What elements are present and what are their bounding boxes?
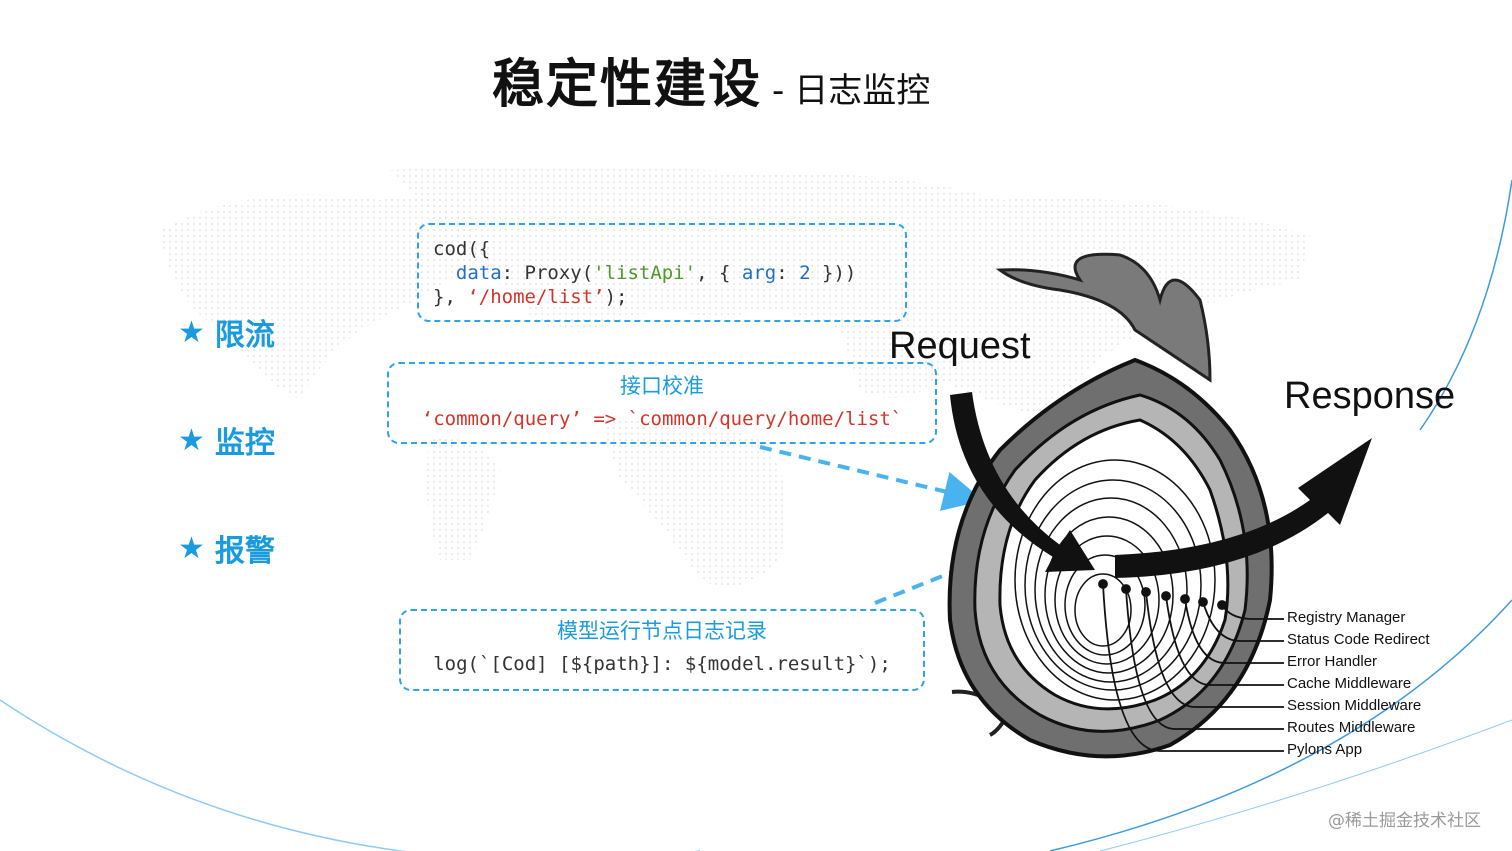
bullet-label: 监控 — [214, 426, 275, 461]
layer-label: Pylons App — [1287, 741, 1363, 758]
interface-calibration-box: 接口校准 ‘common/query’ => `common/query/hom… — [387, 362, 937, 444]
request-label: Request — [889, 325, 1031, 367]
layer-label: Routes Middleware — [1287, 719, 1416, 736]
calibration-mapping: ‘common/query’ => `common/query/home/lis… — [421, 408, 903, 430]
watermark: @稀土掘金技术社区 — [1328, 811, 1481, 831]
layer-label: Error Handler — [1287, 653, 1378, 670]
layer-label: Cache Middleware — [1287, 675, 1412, 692]
star-icon: ★ — [178, 422, 205, 458]
bullet-alert: ★ 报警 — [178, 526, 275, 570]
log-code: log(`[Cod] [${path}]: ${model.result}`); — [433, 653, 891, 675]
onion-illustration — [947, 252, 1372, 759]
page-title: 稳定性建设 - 日志监控 — [492, 42, 930, 117]
bullet-label: 限流 — [214, 318, 275, 353]
title-sub: 日志监控 — [794, 71, 931, 111]
decorative-arcs — [0, 179, 1512, 851]
layer-label: Registry Manager — [1287, 609, 1406, 626]
code-line-1: cod({ — [433, 238, 491, 260]
bullet-monitor: ★ 监控 — [178, 418, 275, 462]
code-line-2: data: Proxy('listApi', { arg: 2 })) — [455, 262, 857, 284]
star-icon: ★ — [178, 530, 205, 566]
code-snippet-box: cod({ data: Proxy('listApi', { arg: 2 })… — [417, 223, 907, 322]
star-icon: ★ — [178, 314, 205, 350]
title-main: 稳定性建设 — [492, 55, 763, 115]
layer-label: Session Middleware — [1287, 697, 1422, 714]
layer-label: Status Code Redirect — [1287, 631, 1430, 648]
calibration-title: 接口校准 — [620, 374, 704, 398]
model-log-box: 模型运行节点日志记录 log(`[Cod] [${path}]: ${model… — [399, 609, 925, 691]
bullet-rate-limit: ★ 限流 — [178, 310, 275, 354]
connector-arrows — [759, 445, 1015, 605]
log-title: 模型运行节点日志记录 — [557, 619, 767, 643]
response-label: Response — [1284, 375, 1456, 417]
bullet-label: 报警 — [214, 534, 275, 569]
world-map-dots — [160, 166, 1310, 587]
code-line-3: }, ‘/home/list’); — [433, 286, 628, 308]
title-separator: - — [772, 71, 785, 111]
